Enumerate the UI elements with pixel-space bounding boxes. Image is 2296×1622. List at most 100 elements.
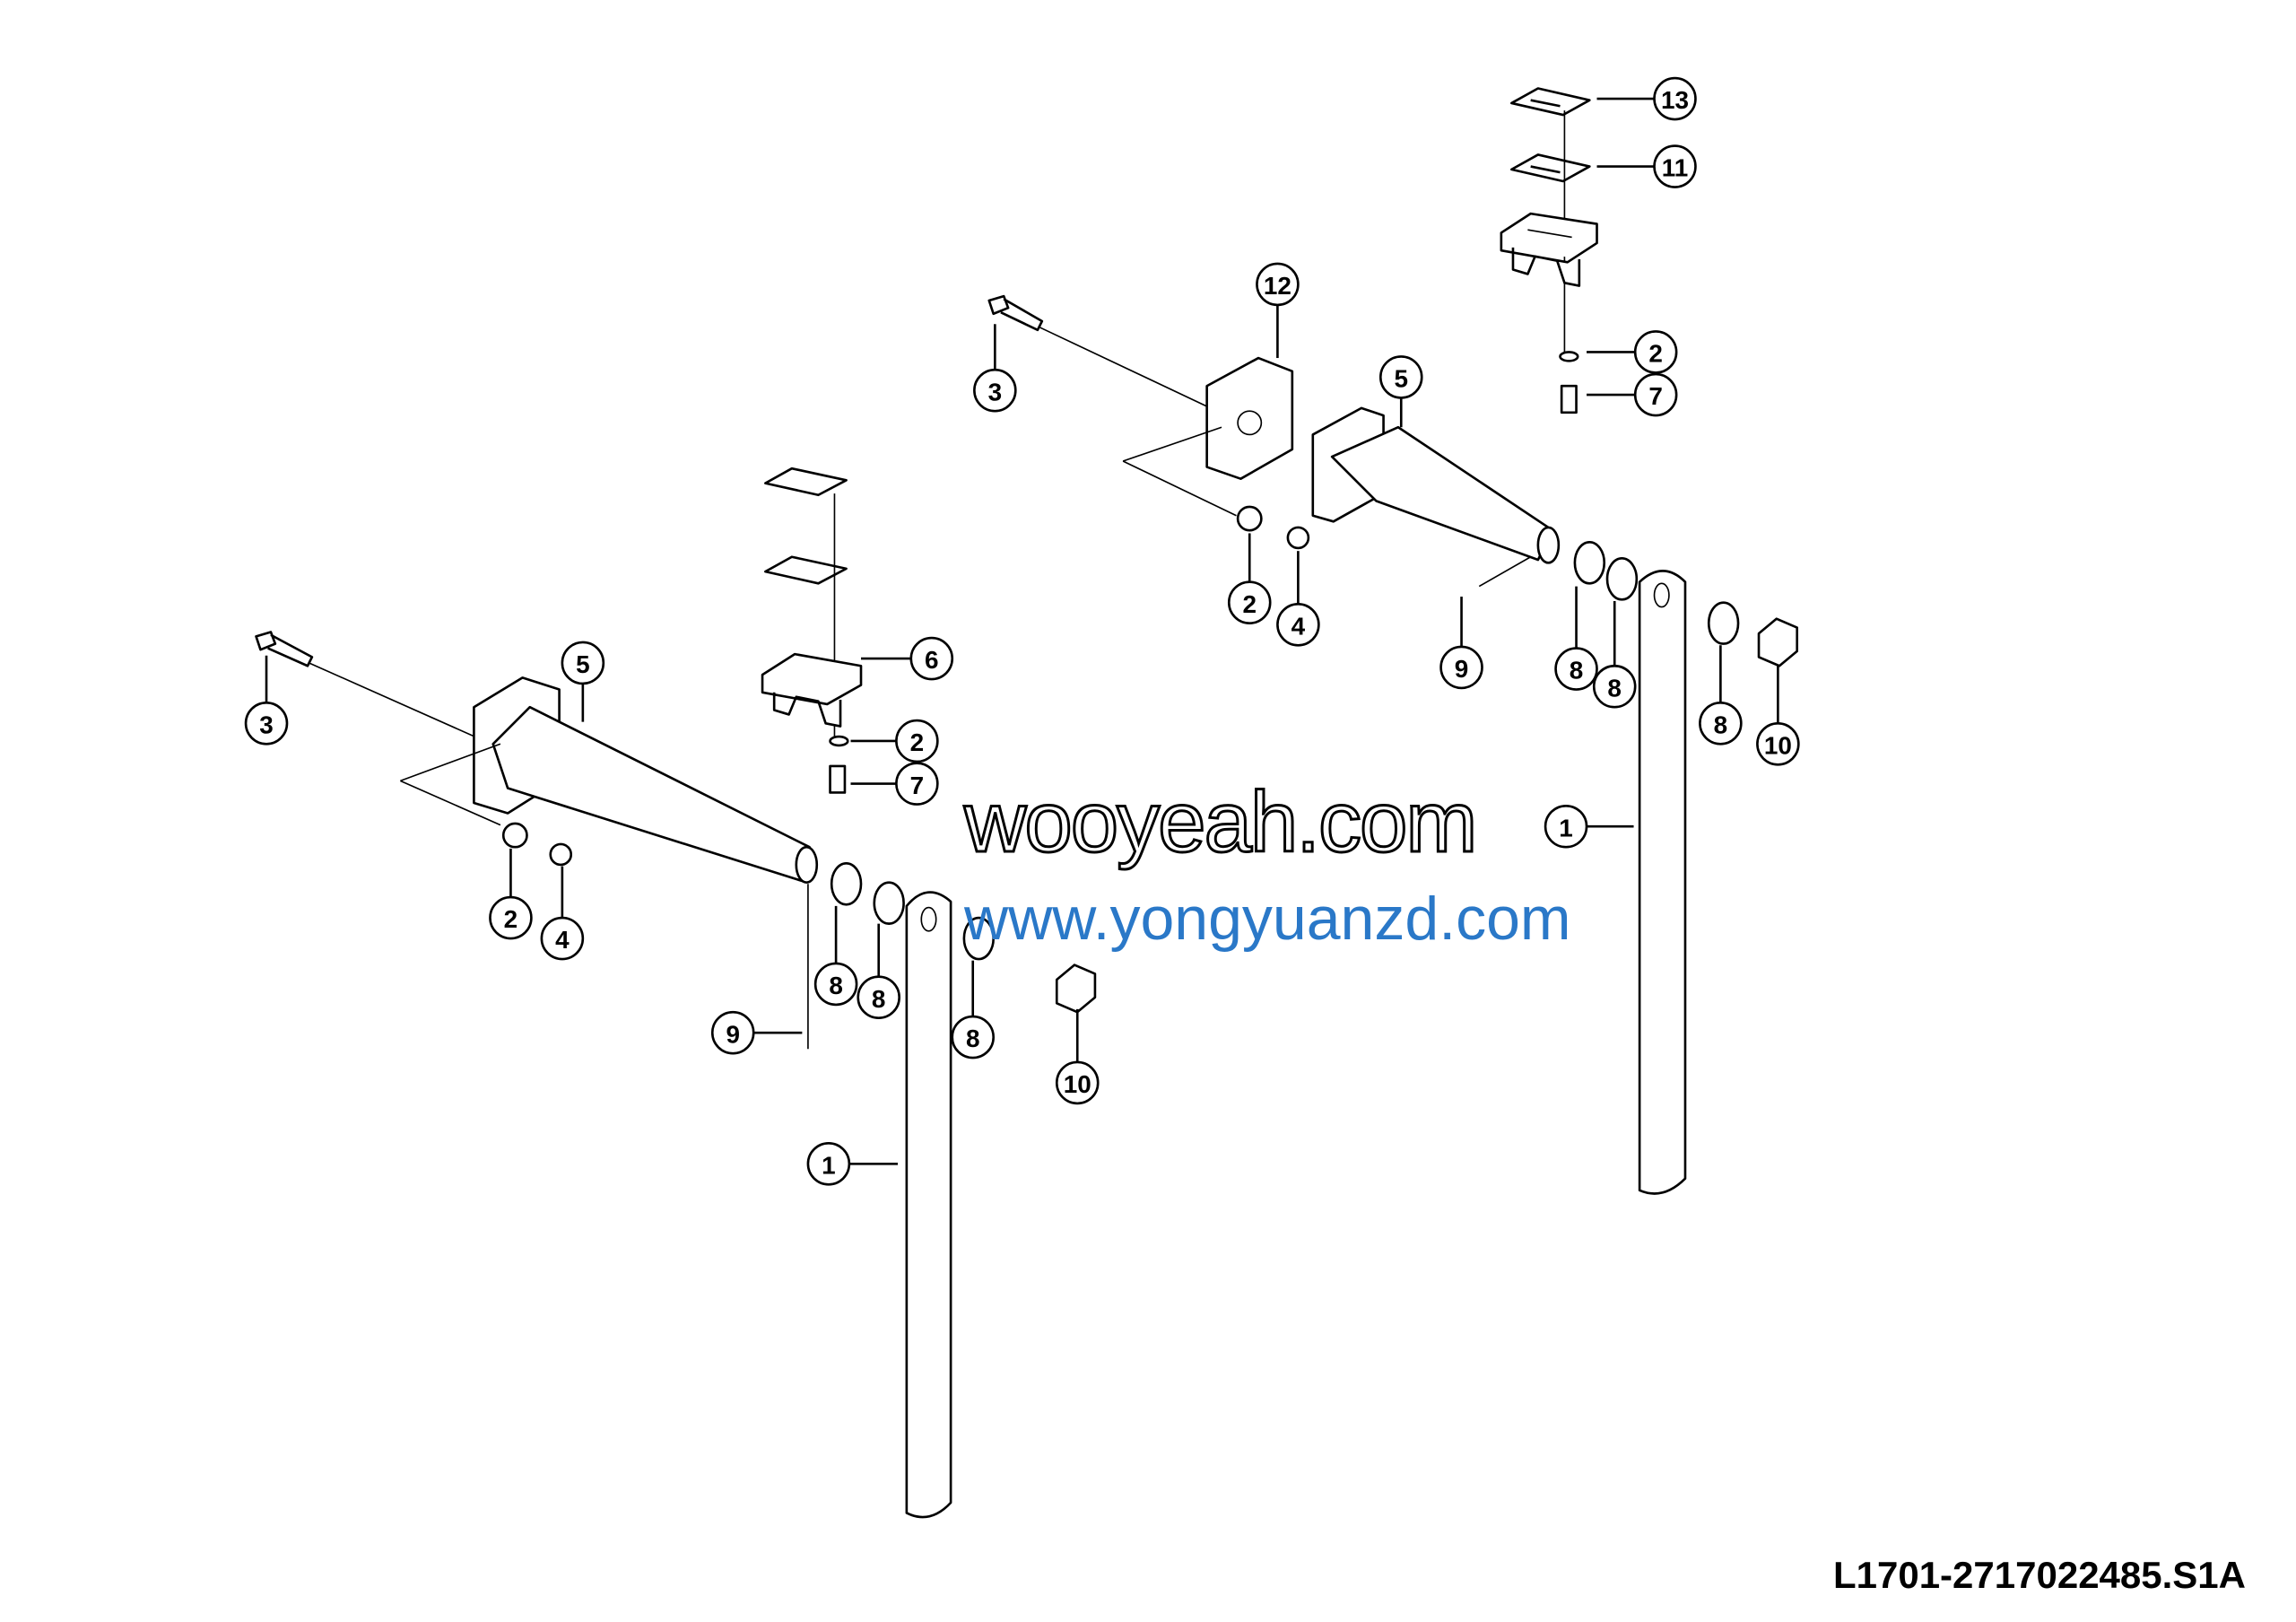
callout-number: 2 <box>504 905 518 933</box>
callout-number: 8 <box>966 1025 980 1052</box>
callout-number: 3 <box>259 711 274 738</box>
exploded-parts <box>255 87 1799 1519</box>
callout-number: 9 <box>1455 655 1469 683</box>
callout-6: 6 <box>861 636 954 681</box>
callout-9: 9 <box>710 1010 803 1055</box>
right-arm-assembly <box>987 87 1799 1195</box>
callout-circle <box>1653 76 1697 121</box>
callout-number: 11 <box>1662 154 1688 182</box>
callout-circle <box>895 762 939 806</box>
callout-number: 8 <box>829 972 843 999</box>
callout-circle <box>951 1015 996 1060</box>
callout-circle <box>1439 645 1483 690</box>
bracket-6 <box>761 652 863 728</box>
shim-lower <box>764 555 848 585</box>
callout-number: 3 <box>988 378 1003 406</box>
callout-5: 5 <box>561 641 605 722</box>
callout-circle <box>1592 664 1637 709</box>
bracket <box>1500 212 1598 287</box>
callout-13: 13 <box>1596 76 1697 121</box>
callout-7: 7 <box>1587 372 1678 417</box>
callout-number: 2 <box>1242 590 1257 618</box>
shim-upper <box>764 467 848 497</box>
callout-circle <box>909 636 954 681</box>
callout-1: 1 <box>1544 804 1634 849</box>
callout-number: 8 <box>1570 657 1584 685</box>
callout-circle <box>806 1141 851 1186</box>
callout-circle <box>857 975 900 1020</box>
callout-circle <box>1633 330 1678 374</box>
arm-1 <box>1638 570 1687 1195</box>
callout-2: 2 <box>1227 533 1272 624</box>
callout-10: 10 <box>1756 666 1800 766</box>
callout-4: 4 <box>540 866 585 961</box>
watermark-secondary: www.yongyuanzd.com <box>964 885 1571 953</box>
callout-number: 9 <box>726 1020 740 1048</box>
callout-number: 10 <box>1764 731 1792 759</box>
callout-5: 5 <box>1378 355 1423 428</box>
callout-circle <box>1055 1060 1100 1105</box>
callout-12: 12 <box>1256 262 1300 359</box>
callout-number: 4 <box>555 926 570 954</box>
callout-2: 2 <box>850 719 939 763</box>
callout-number: 5 <box>1395 365 1409 393</box>
callout-number: 13 <box>1661 86 1689 114</box>
arm-1 <box>905 891 952 1519</box>
callout-2: 2 <box>1587 330 1678 374</box>
callout-circle <box>1633 372 1678 417</box>
callout-circle <box>1256 262 1300 307</box>
callout-number: 8 <box>1714 711 1728 738</box>
callout-3: 3 <box>973 324 1017 413</box>
callout-number: 8 <box>872 985 886 1013</box>
callout-3: 3 <box>244 655 289 746</box>
callout-circle <box>561 641 605 685</box>
callout-9: 9 <box>1439 597 1483 690</box>
callout-4: 4 <box>1276 551 1320 647</box>
callout-8: 8 <box>951 960 996 1060</box>
callout-circle <box>1378 355 1423 399</box>
callout-circle <box>540 916 585 961</box>
callout-circle <box>1544 804 1588 849</box>
callout-number: 2 <box>910 728 925 756</box>
drawing-number: L1701-2717022485.S1A <box>1832 1554 2246 1596</box>
callout-circle <box>1276 602 1320 647</box>
callout-circle <box>1699 701 1743 746</box>
callout-2: 2 <box>489 848 533 940</box>
callout-number: 1 <box>822 1151 836 1179</box>
callout-number: 4 <box>1292 612 1306 640</box>
callout-number: 2 <box>1648 340 1663 368</box>
callout-number: 12 <box>1264 272 1292 300</box>
plate-12 <box>1205 356 1294 481</box>
callout-circle <box>1227 580 1272 624</box>
bolt-3 <box>255 631 314 667</box>
watermark-primary: wooyeah.com <box>962 773 1478 872</box>
castle-nut-10 <box>1055 964 1097 1014</box>
callout-circle <box>1653 144 1697 188</box>
callout-8: 8 <box>1699 645 1743 746</box>
shim-11 <box>1510 153 1591 183</box>
callout-1: 1 <box>806 1141 899 1186</box>
callout-8: 8 <box>1554 586 1598 691</box>
callout-number: 7 <box>910 772 925 799</box>
callout-circle <box>489 895 533 940</box>
callout-circle <box>813 962 858 1007</box>
callout-number: 8 <box>1607 674 1622 702</box>
callout-number: 5 <box>576 650 590 678</box>
callout-circle <box>1756 721 1800 766</box>
callout-11: 11 <box>1596 144 1697 188</box>
callout-circle <box>895 719 939 763</box>
callout-number: 6 <box>925 646 939 674</box>
callout-number: 10 <box>1064 1070 1091 1098</box>
shim-13 <box>1510 87 1591 117</box>
callout-8: 8 <box>857 923 900 1020</box>
callout-8: 8 <box>1592 600 1637 709</box>
callout-7: 7 <box>850 762 939 806</box>
callout-number: 7 <box>1648 382 1663 410</box>
callout-circle <box>1554 647 1598 691</box>
callout-circle <box>973 368 1017 413</box>
callout-10: 10 <box>1055 1008 1100 1105</box>
callout-number: 1 <box>1559 814 1573 842</box>
castle-nut-10 <box>1757 617 1799 667</box>
